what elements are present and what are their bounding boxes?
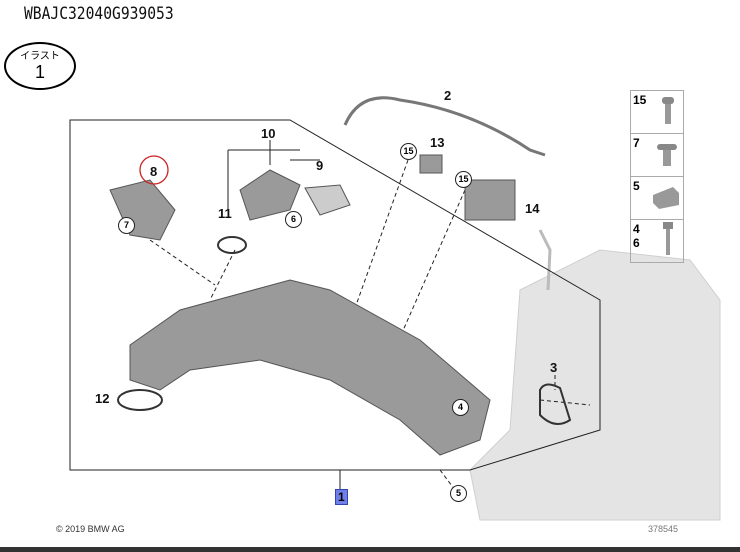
illustration-badge[interactable]: イラスト 1: [4, 42, 76, 90]
copyright: © 2019 BMW AG: [56, 524, 125, 534]
callout-5[interactable]: 5: [450, 485, 467, 502]
legend-item[interactable]: 5: [630, 176, 684, 219]
callout-7[interactable]: 7: [118, 217, 135, 234]
selected-part-ring: [139, 155, 169, 185]
legend-label: 15: [633, 93, 647, 107]
image-number: 378545: [648, 524, 679, 534]
flange-bolt-icon: [657, 144, 677, 166]
legend-label: 5: [633, 179, 640, 193]
assembly-frame: [69, 119, 601, 471]
illustration-number: 1: [34, 62, 45, 82]
vin-number: WBAJC32040G939053: [24, 4, 174, 24]
callout-3[interactable]: 3: [550, 360, 558, 375]
callout-10[interactable]: 10: [261, 126, 276, 141]
stud-bolt-icon: [663, 222, 673, 255]
bolt-icon: [662, 97, 674, 124]
callout-2[interactable]: 2: [444, 88, 452, 103]
callout-9[interactable]: 9: [316, 158, 324, 173]
clip-nut-icon: [653, 187, 679, 209]
callout-1-selected[interactable]: 1: [335, 489, 348, 505]
callout-11[interactable]: 11: [218, 206, 232, 221]
callout-15a[interactable]: 15: [400, 143, 417, 160]
callout-14[interactable]: 14: [525, 201, 540, 216]
engine-background: [469, 229, 721, 521]
legend-label: 6: [633, 236, 640, 250]
callout-6[interactable]: 6: [285, 211, 302, 228]
callout-15b[interactable]: 15: [455, 171, 472, 188]
callout-13[interactable]: 13: [430, 135, 445, 150]
intake-manifold: [109, 154, 572, 456]
legend-item[interactable]: 7: [630, 133, 684, 176]
bottom-bar: [0, 547, 740, 552]
callout-8[interactable]: 8: [150, 164, 158, 179]
legend-label: 4: [633, 222, 640, 236]
callout-12[interactable]: 12: [95, 391, 110, 406]
legend-label: 7: [633, 136, 640, 150]
illustration-label: イラスト: [20, 51, 60, 62]
callout-4[interactable]: 4: [452, 399, 469, 416]
legend-item[interactable]: 15: [630, 90, 684, 133]
